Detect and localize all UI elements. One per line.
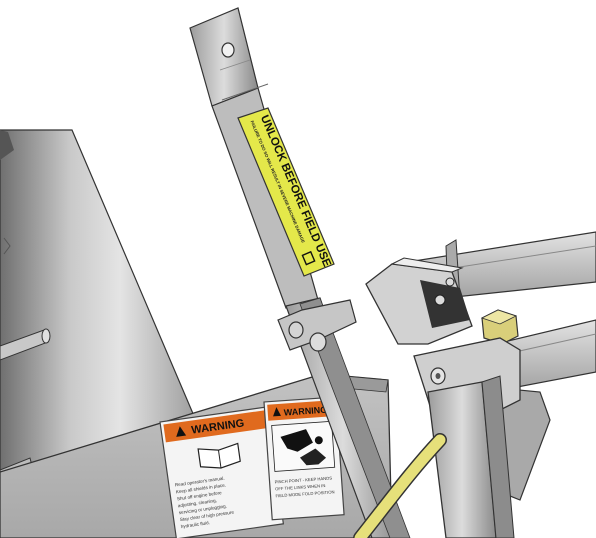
- warning-decal-right: WARNING PINCH POINT - KEEP HANDS OFF THE…: [263, 396, 345, 521]
- pinch-point-icon: [271, 420, 336, 472]
- warning-left-line: servicing or unplugging.: [178, 504, 227, 516]
- warning-left-line: hydraulic fluid.: [180, 520, 210, 529]
- warning-right-line: FIELD MODE FOLD POSITION: [275, 489, 334, 498]
- warning-right-line: OFF THE LINKS WHEN IN: [275, 483, 326, 492]
- hex-nut: [480, 309, 519, 345]
- warning-decal-left: WARNING Read operator's manual. Keep all…: [159, 406, 285, 538]
- lock-decal-box-icon: [301, 250, 316, 266]
- front-post: [413, 337, 521, 538]
- manual-book-icon: [197, 442, 241, 469]
- warning-left-line: Shut off engine before: [177, 490, 223, 501]
- warning-left-line: Keep all shields in place.: [176, 482, 227, 494]
- warning-left-line: adjusting, cleaning,: [177, 498, 217, 508]
- warning-left-line: Read operator's manual.: [175, 476, 225, 488]
- pivot-block: [365, 257, 473, 345]
- tube-pin: [0, 328, 51, 361]
- tube-edge-mark: [3, 237, 11, 255]
- clamp-bracket: [277, 299, 357, 352]
- warning-right-title: WARNING: [283, 405, 327, 418]
- lock-bar-hole: [221, 42, 235, 58]
- warning-right-line: PINCH POINT - KEEP HANDS: [274, 475, 332, 484]
